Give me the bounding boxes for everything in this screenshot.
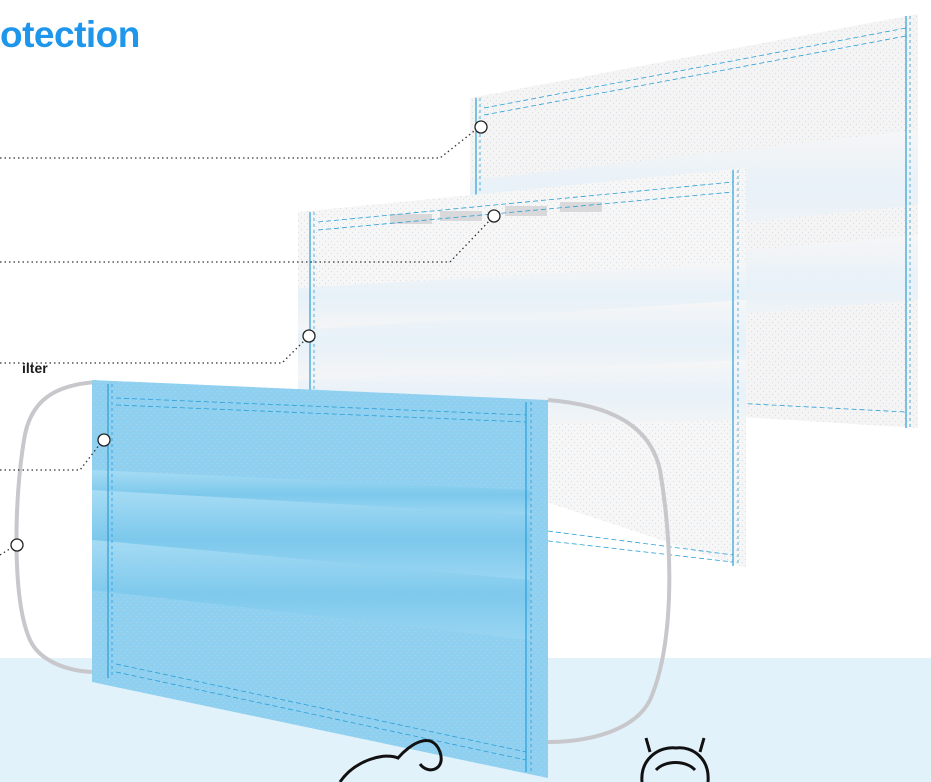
callout-line-1 <box>0 127 479 159</box>
callout-marker-icon <box>487 209 501 223</box>
callout-line-4 <box>0 439 104 471</box>
outer-layer <box>92 380 548 778</box>
callout-marker-icon <box>474 120 488 134</box>
callout-marker-icon <box>10 538 24 552</box>
robot-head-icon <box>640 737 710 782</box>
callout-line-2 <box>0 217 493 263</box>
bottom-illustration <box>338 737 710 782</box>
callout-line-3 <box>0 336 309 364</box>
swirl-icon <box>338 739 443 782</box>
callout-marker-icon <box>302 329 316 343</box>
callout-lines <box>0 127 493 556</box>
callout-line-5 <box>0 544 17 556</box>
page-title: otection <box>0 14 140 55</box>
layer-label-partial: ilter <box>22 360 48 376</box>
callout-marker-icon <box>97 433 111 447</box>
callout-markers <box>10 120 501 552</box>
